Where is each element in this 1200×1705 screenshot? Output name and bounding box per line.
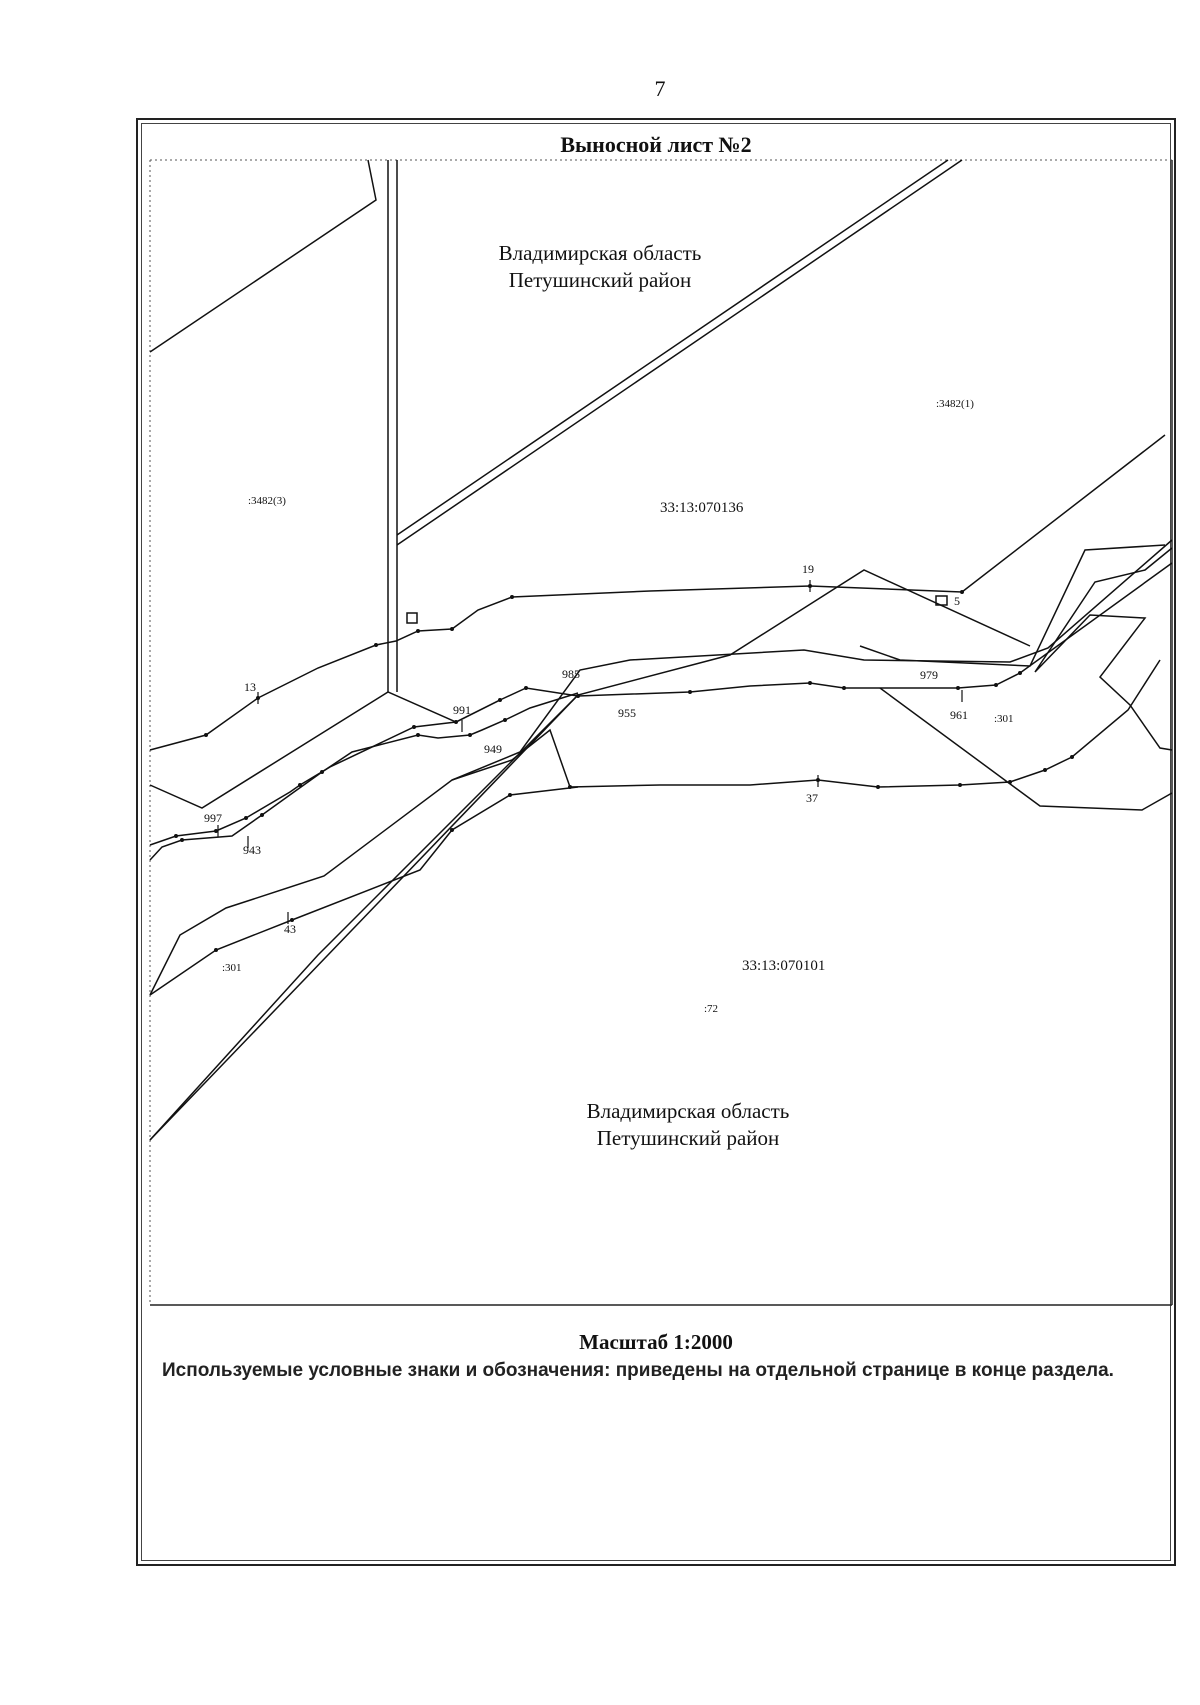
point-label-991: 991 [453,703,471,717]
survey-points [174,584,1074,952]
boundary-upper-left [149,159,377,353]
boundary-diagonal-mid [149,539,1173,996]
road-diagonal-a [396,159,949,536]
point-label-979: 979 [920,668,938,682]
boundary-diagonal-long [149,569,1031,1141]
point-label-943: 943 [243,843,261,857]
parcel-label-301-left: :301 [222,962,242,974]
region-top-line2: Петушинский район [508,268,692,292]
boundary-lower-diag [149,694,579,1141]
marker-square-right [935,595,948,606]
boundary-right-a [859,544,1166,667]
region-bottom-line1: Владимирская область [586,1099,790,1123]
legend-note: Используемые условные знаки и обозначени… [162,1360,1114,1381]
region-top-line1: Владимирская область [498,241,702,265]
scale-label: Масштаб 1:2000 [579,1330,733,1354]
region-label-bottom: Владимирская область Петушинский район [558,1098,818,1152]
sheet-title: Выносной лист №2 [560,132,752,157]
parcel-label-right: :3482(1) [936,398,974,410]
point-label-13: 13 [244,680,256,694]
boundary-right-c [879,687,1173,811]
boundary-lines [149,159,1173,1141]
point-label-37: 37 [806,791,818,805]
page-number: 7 [654,76,666,101]
boundary-37 [451,659,1161,788]
parcel-label-301-right: :301 [994,713,1014,725]
region-bottom-line2: Петушинский район [596,1126,780,1150]
parcel-label-72: :72 [704,1003,719,1015]
point-ticks [217,580,963,924]
point-label-955: 955 [618,706,636,720]
point-label-997: 997 [204,811,222,825]
point-label-985: 985 [562,667,580,681]
boundary-13 [149,434,1166,751]
point-label-5: 5 [954,594,960,608]
sheet-frame [136,118,1176,1566]
boundary-997 [149,562,1173,846]
parcel-label-upper-quarter: 33:13:070136 [660,500,744,516]
point-label-961: 961 [950,708,968,722]
region-label-top: Владимирская область Петушинский район [470,240,730,294]
road-diagonal-b [396,159,963,546]
boundary-right-b [1034,547,1173,751]
point-label-19: 19 [802,562,814,576]
parcel-label-left: :3482(3) [248,495,286,507]
parcel-label-lower-quarter: 33:13:070101 [742,958,826,974]
point-label-43: 43 [284,922,296,936]
marker-square-left [406,612,418,624]
point-label-949: 949 [484,742,502,756]
boundary-943 [149,692,579,861]
boundary-junction [149,691,501,809]
